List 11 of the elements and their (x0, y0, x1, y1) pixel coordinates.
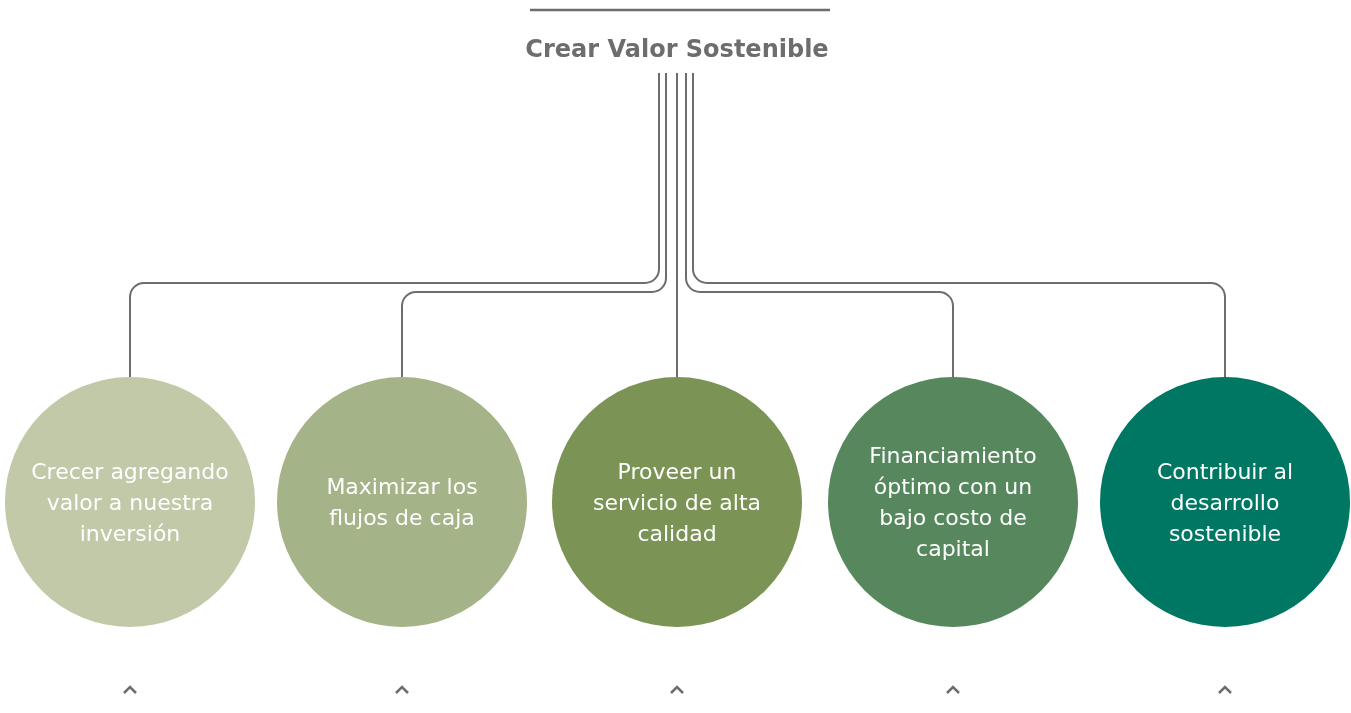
connector-line (401, 72, 667, 378)
connector-line (692, 72, 1226, 378)
goal-text: Maximizar los flujos de caja (325, 473, 479, 532)
root-node-label: Crear Valor Sostenible (525, 34, 829, 63)
connector-line (129, 72, 660, 378)
goal-text: Contribuir al desarrollo sostenible (1155, 457, 1295, 548)
goal-text: Financiamiento óptimo con un bajo costo de capital (868, 442, 1038, 563)
goal-text: Proveer un servicio de alta calidad (592, 457, 762, 548)
goal-text: Crecer agregando valor a nuestra inversión (30, 457, 230, 548)
connector-line (676, 72, 678, 378)
connector-line (685, 72, 954, 378)
